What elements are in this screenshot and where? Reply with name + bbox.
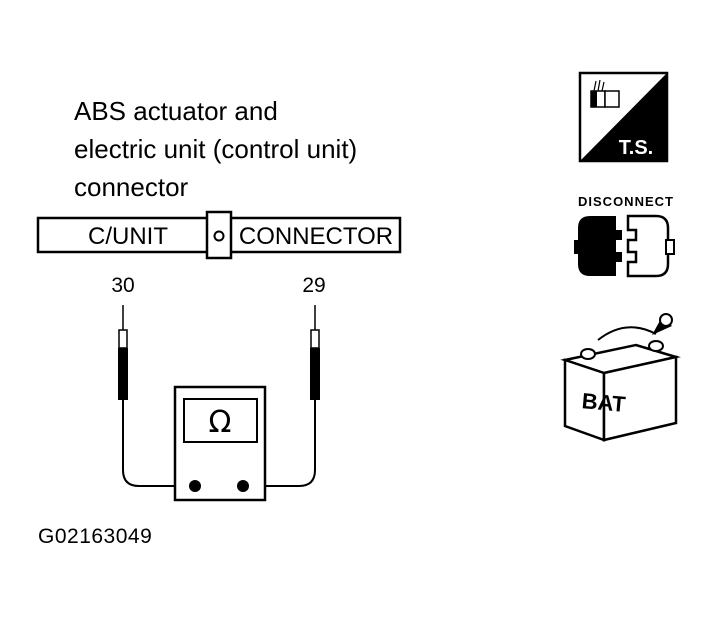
- connector: C/UNIT CONNECTOR: [36, 210, 402, 260]
- connector-latch-hole: [213, 230, 225, 242]
- pin-right-label: 29: [302, 274, 325, 297]
- pin-left-label: 30: [111, 274, 134, 297]
- title-line-3: connector: [74, 172, 189, 202]
- ohmmeter-display: [183, 398, 258, 443]
- probe-right: [243, 305, 320, 487]
- title-line-2: electric unit (control unit): [74, 134, 358, 164]
- tester-icon: T.S.: [578, 71, 669, 163]
- disconnect-connector-icon: DISCONNECT: [574, 194, 675, 278]
- probe-left: [118, 305, 195, 487]
- figure-code: G02163049: [38, 525, 153, 548]
- ts-label: T.S.: [619, 137, 653, 159]
- ohmmeter-terminal-right: [237, 480, 249, 492]
- diagram-title: ABS actuator and electric unit (control …: [74, 92, 357, 206]
- battery-label: BAT: [581, 388, 627, 417]
- ohmmeter-terminal-left: [189, 480, 201, 492]
- disconnect-label: DISCONNECT: [578, 194, 674, 209]
- ohm-symbol: Ω: [209, 405, 232, 440]
- title-line-1: ABS actuator and: [74, 96, 278, 126]
- ohmmeter: Ω: [173, 385, 267, 502]
- connector-right-label: CONNECTOR: [239, 223, 393, 250]
- battery-icon: BAT: [560, 313, 681, 442]
- connector-left-label: C/UNIT: [88, 223, 168, 250]
